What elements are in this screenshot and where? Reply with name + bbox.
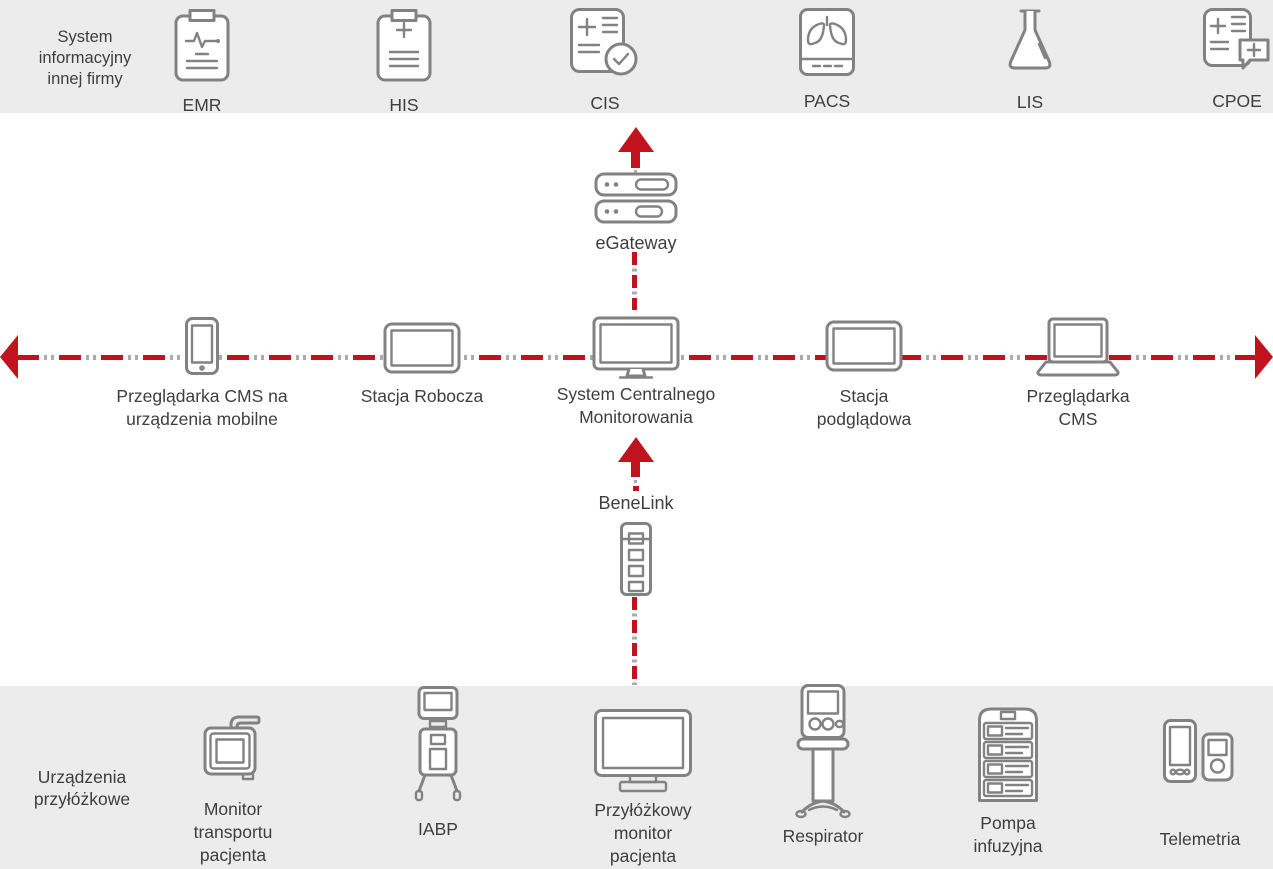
network-line-left-arrow: [0, 335, 18, 379]
telemetry-icon: [1163, 719, 1234, 783]
egateway-label: eGateway: [595, 233, 677, 253]
device-label: Telemetria: [1159, 829, 1241, 849]
device-ventilator: Respirator: [763, 683, 883, 848]
node-label: System Centralnego Monitorowania: [556, 384, 716, 428]
egateway-to-cms-link: [631, 252, 637, 310]
egateway-up-arrow: [618, 127, 654, 152]
top-item-label: CPOE: [1212, 91, 1262, 111]
benelink-module-icon: [620, 521, 652, 596]
node-label: Stacja podglądowa: [816, 386, 912, 430]
node-label: Przeglądarka CMS na urządzenia mobilne: [116, 386, 288, 430]
top-band-title: System informacyjny innej firmy: [38, 28, 132, 89]
network-line-right-arrow: [1255, 335, 1273, 379]
top-item-cis: CIS: [545, 7, 665, 115]
egateway-arrow-stem: [631, 151, 640, 168]
infusion-pump-icon: [978, 707, 1038, 802]
top-item-pacs: PACS: [767, 7, 887, 113]
benelink-node: BeneLink: [576, 492, 696, 597]
clipboard-ecg-icon: [174, 9, 230, 82]
node-workstation: Stacja Robocza: [332, 322, 512, 408]
top-item-cpoe: CPOE: [1177, 7, 1273, 113]
ventilator-icon: [795, 684, 851, 819]
top-item-label: PACS: [803, 91, 851, 111]
laptop-icon: [1036, 317, 1120, 377]
top-item-label: CIS: [590, 93, 620, 113]
lab-flask-icon: [1008, 9, 1052, 70]
smartphone-icon: [185, 317, 219, 375]
device-infusion-pump: Pompa infuzyjna: [948, 703, 1068, 858]
device-label: IABP: [418, 819, 458, 839]
top-item-his: HIS: [344, 8, 464, 117]
device-label: Pompa infuzyjna: [973, 813, 1043, 857]
benelink-up-arrow: [618, 437, 654, 462]
benelink-label: BeneLink: [598, 493, 674, 513]
bottom-band-title: Urządzenia przyłóżkowe: [33, 767, 131, 810]
server-icon: [594, 172, 678, 224]
top-item-emr: EMR: [142, 8, 262, 117]
top-item-label: HIS: [389, 95, 419, 115]
device-transport-monitor: Monitor transportu pacjenta: [153, 714, 313, 867]
device-label: Respirator: [782, 826, 864, 846]
benelink-arrow-stem: [631, 461, 640, 477]
node-label: Stacja Robocza: [360, 386, 484, 406]
document-comment-icon: [1203, 8, 1270, 70]
desktop-monitor-icon: [592, 316, 680, 379]
benelink-to-bedside-link: [631, 597, 637, 685]
clipboard-plus-icon: [376, 9, 432, 82]
device-bedside-monitor: Przyłóżkowy monitor pacjenta: [563, 708, 723, 868]
document-check-icon: [570, 8, 638, 76]
top-item-label: EMR: [182, 95, 222, 115]
node-viewing-station: Stacja podglądowa: [774, 320, 954, 431]
iabp-cart-icon: [414, 686, 462, 802]
top-item-label: LIS: [1016, 92, 1044, 112]
tablet-icon: [383, 322, 461, 374]
top-item-lis: LIS: [970, 8, 1090, 114]
node-label: Przeglądarka CMS: [1026, 386, 1130, 430]
node-central-monitoring: System Centralnego Monitorowania: [546, 316, 726, 429]
device-label: Przyłóżkowy monitor pacjenta: [594, 800, 692, 867]
device-telemetry: Telemetria: [1140, 718, 1260, 851]
egateway-node: eGateway: [576, 172, 696, 256]
bedside-monitor-icon: [594, 709, 692, 793]
tablet-lungs-icon: [799, 8, 855, 76]
node-cms-mobile: Przeglądarka CMS na urządzenia mobilne: [92, 316, 312, 431]
node-cms-browser: Przeglądarka CMS: [988, 317, 1168, 431]
device-iabp: IABP: [378, 685, 498, 841]
tablet-icon: [825, 320, 903, 372]
device-label: Monitor transportu pacjenta: [193, 799, 273, 866]
transport-monitor-icon: [203, 715, 261, 781]
